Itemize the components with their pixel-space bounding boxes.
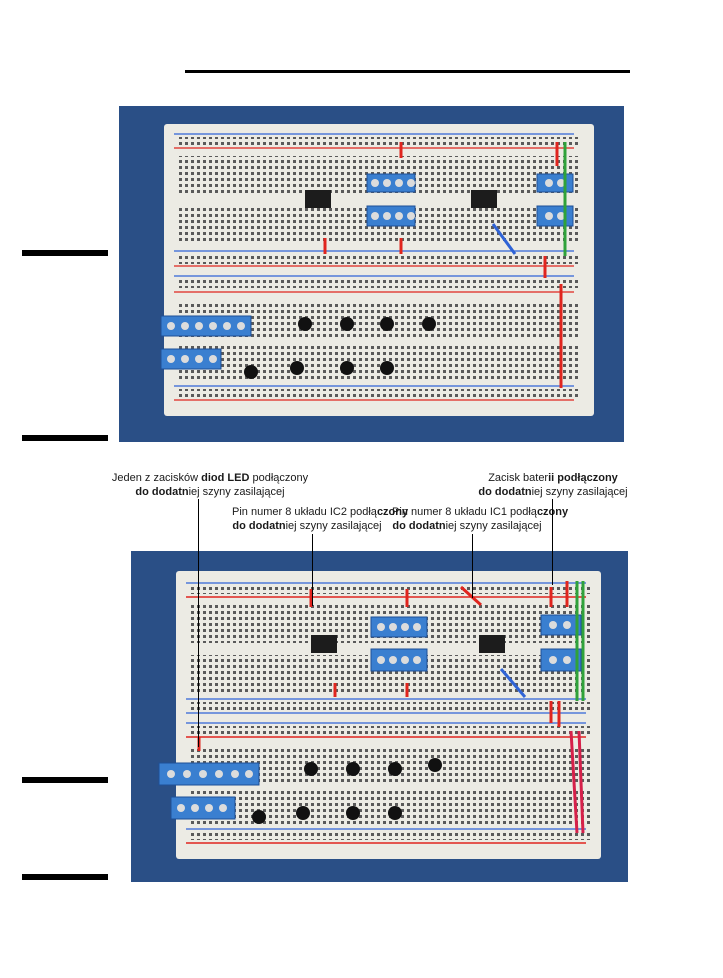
leader-line — [472, 534, 473, 598]
ic2-chip — [311, 635, 337, 653]
callout-ic2-text: iej szyny zasilającej — [285, 520, 382, 532]
ic1-chip — [479, 635, 505, 653]
breadboard-photo-bottom — [131, 551, 628, 882]
ic1-chip — [471, 190, 497, 208]
callout-ic2-text: Pin numer 8 układu IC2 podłą — [232, 506, 377, 518]
leader-line — [198, 499, 199, 747]
callout-led-text: do dodatn — [135, 486, 189, 498]
callout-led-text: podłączony — [249, 472, 309, 484]
callout-ic2-text: czony — [376, 506, 409, 518]
breadboard-photo-top — [119, 106, 624, 442]
leds — [244, 317, 436, 379]
margin-bar — [22, 874, 108, 880]
callout-battery: Zacisk baterii podłączony do dodatniej s… — [478, 471, 628, 499]
margin-bar — [22, 777, 108, 783]
callout-ic2-text: do dodatn — [232, 520, 286, 532]
callout-ic2: Pin numer 8 układu IC2 podłączony do dod… — [232, 505, 408, 533]
callout-led-text: iej szyny zasilającej — [188, 486, 285, 498]
callout-led-text: diod LED — [201, 472, 250, 484]
callout-battery-text: iej szyny zasilającej — [531, 486, 628, 498]
margin-bar — [22, 250, 108, 256]
callout-ic1-text: Pin numer 8 układu IC1 podłą — [392, 506, 537, 518]
callout-battery-text: ii podłączony — [548, 472, 618, 484]
leader-line — [312, 534, 313, 606]
callout-ic1-text: iej szyny zasilającej — [445, 520, 542, 532]
callout-ic1-text: do dodatn — [392, 520, 446, 532]
jumper-wires — [323, 142, 567, 388]
leader-line — [552, 499, 553, 585]
callout-battery-text: do dodatn — [478, 486, 532, 498]
header-rule — [185, 70, 630, 73]
callout-ic1: Pin numer 8 układu IC1 podłączony do dod… — [392, 505, 568, 533]
breadboard-illustration — [160, 124, 594, 416]
callout-battery-text: Zacisk bater — [488, 472, 549, 484]
breadboard-illustration-annotated — [158, 571, 601, 859]
ic2-chip — [305, 190, 331, 208]
margin-bar — [22, 435, 108, 441]
callout-led-text: Jeden z zacisków — [111, 472, 202, 484]
callout-led: Jeden z zacisków diod LED podłączony do … — [110, 471, 310, 499]
